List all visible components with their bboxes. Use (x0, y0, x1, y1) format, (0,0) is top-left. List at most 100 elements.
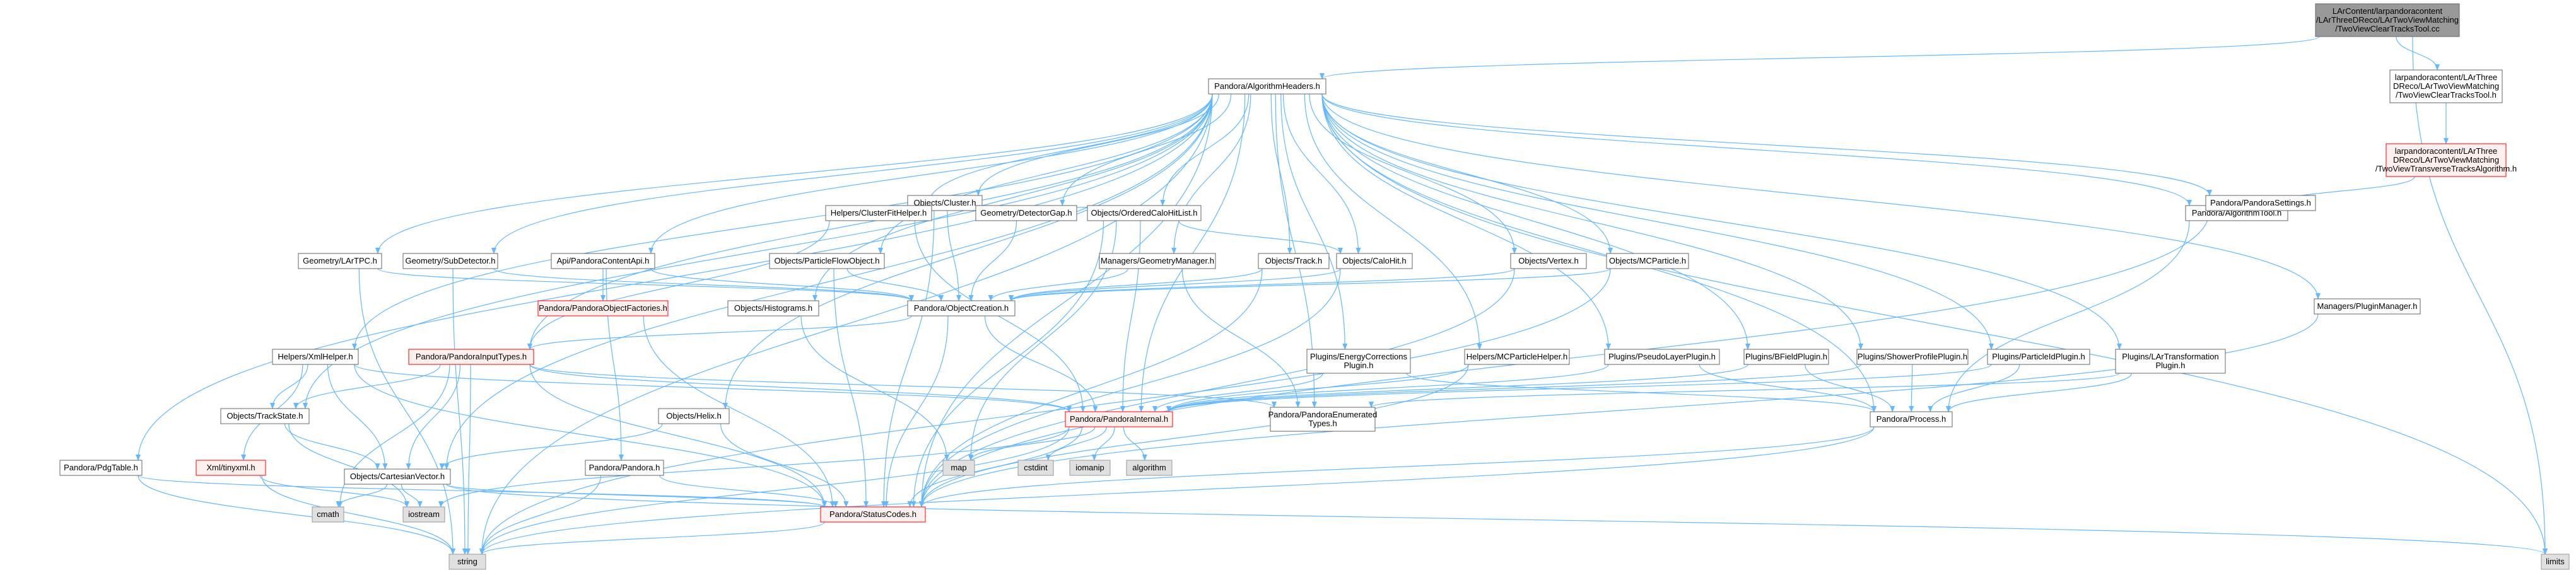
node-pandora-internal[interactable]: Pandora/PandoraInternal.h (1065, 411, 1173, 427)
node-pseudolayer[interactable]: Plugins/PseudoLayerPlugin.h (1604, 349, 1720, 365)
node-limits[interactable]: limits (2541, 554, 2570, 570)
edge-object_factories-to-status_codes (643, 315, 835, 508)
edge-plugin_manager-to-status_codes (919, 313, 2319, 508)
node-tinyxml[interactable]: Xml/tinyxml.h (196, 460, 266, 476)
node-objects-track[interactable]: Objects/Track.h (1258, 253, 1330, 269)
node-particleid[interactable]: Plugins/ParticleIdPlugin.h (1987, 349, 2090, 365)
node-label: Helpers/XmlHelper.h (278, 352, 353, 361)
edge-xml_helper-to-objects_trackstate (270, 364, 308, 409)
node-detector-gap[interactable]: Geometry/DetectorGap.h (975, 205, 1077, 221)
node-algorithm[interactable]: algorithm (1126, 460, 1173, 476)
node-label: larpandoracontent/LArThree (2395, 73, 2498, 82)
node-label: LArContent/larpandoracontent (2333, 6, 2443, 16)
node-pandora-h[interactable]: Pandora/Pandora.h (585, 460, 664, 476)
node-showerprofile[interactable]: Plugins/ShowerProfilePlugin.h (1856, 349, 1969, 365)
node-box (312, 506, 344, 523)
edge-input_types-to-objects_trackstate (293, 364, 441, 409)
edge-pandora_internal-to-map (968, 426, 1096, 461)
edge-alg_headers-to-alg_tool (1321, 93, 2192, 206)
node-objects-trackstate[interactable]: Objects/TrackState.h (220, 408, 310, 424)
node-map[interactable]: map (942, 460, 975, 476)
node-bfield[interactable]: Plugins/BFieldPlugin.h (1743, 349, 1829, 365)
node-box (1606, 253, 1689, 269)
node-layer: LArContent/larpandoracontent/LArThreeDRe… (59, 3, 2570, 570)
node-geom-manager[interactable]: Managers/GeometryManager.h (1099, 253, 1216, 269)
edge-pandora_internal-to-iostream (438, 426, 1070, 508)
node-box (402, 253, 498, 269)
node-transverse-alg[interactable]: larpandoracontent/LArThreeDReco/LArTwoVi… (2375, 143, 2517, 177)
edge-objects_calohit-to-object_creation (1009, 268, 1341, 301)
node-object-factories[interactable]: Pandora/PandoraObjectFactories.h (537, 300, 669, 317)
node-input-types[interactable]: Pandora/PandoraInputTypes.h (408, 349, 534, 365)
edge-alg_headers-to-objects_mcparticle (1321, 93, 1613, 254)
node-alg-headers[interactable]: Pandora/AlgorithmHeaders.h (1208, 78, 1326, 95)
node-status-codes[interactable]: Pandora/StatusCodes.h (820, 506, 926, 523)
node-label: iomanip (1075, 463, 1104, 472)
node-particleflow[interactable]: Objects/ParticleFlowObject.h (769, 253, 885, 269)
node-twoview-tool-h[interactable]: larpandoracontent/LArThreeDReco/LArTwoVi… (2389, 69, 2503, 103)
node-box (1870, 411, 1953, 427)
node-objects-helix[interactable]: Objects/Helix.h (658, 408, 730, 424)
edge-input_types-to-string (465, 364, 471, 555)
node-cmath[interactable]: cmath (312, 506, 344, 523)
edge-particleid-to-pandora_process (1928, 364, 2020, 412)
node-string[interactable]: string (448, 554, 486, 570)
node-box (2389, 69, 2503, 103)
node-objects-histograms[interactable]: Objects/Histograms.h (727, 300, 819, 317)
node-label: Objects/CaloHit.h (1342, 256, 1406, 265)
node-cstdint[interactable]: cstdint (1017, 460, 1054, 476)
node-label: Objects/MCParticle.h (1609, 256, 1686, 265)
node-label: Geometry/SubDetector.h (405, 256, 495, 265)
node-pandora-settings[interactable]: Pandora/PandoraSettings.h (2205, 195, 2316, 211)
node-box (1270, 407, 1376, 432)
node-root[interactable]: LArContent/larpandoracontent/LArThreeDRe… (2315, 3, 2460, 37)
node-box (551, 253, 655, 269)
node-api-content[interactable]: Api/PandoraContentApi.h (551, 253, 655, 269)
edge-subdetector-to-object_creation (493, 268, 914, 301)
node-label: Objects/Helix.h (666, 411, 721, 421)
node-plugin-manager[interactable]: Managers/PluginManager.h (2314, 298, 2421, 315)
node-box (59, 460, 143, 476)
edge-bfield-to-pandora_internal (1166, 364, 1748, 412)
node-mcparticle-helper[interactable]: Helpers/MCParticleHelper.h (1464, 349, 1570, 365)
node-label: Managers/GeometryManager.h (1101, 256, 1214, 265)
node-label: Pandora/PandoraInternal.h (1070, 414, 1168, 424)
node-clusterfit[interactable]: Helpers/ClusterFitHelper.h (825, 205, 932, 221)
node-label: iostream (408, 509, 440, 519)
node-cartesian-vector[interactable]: Objects/CartesianVector.h (344, 468, 451, 485)
edge-objects_trackstate-to-iostream (288, 423, 409, 508)
node-pandora-process[interactable]: Pandora/Process.h (1870, 411, 1953, 427)
node-label: Objects/CartesianVector.h (350, 472, 445, 481)
node-box (825, 205, 932, 221)
node-subdetector[interactable]: Geometry/SubDetector.h (402, 253, 498, 269)
node-xml-helper[interactable]: Helpers/XmlHelper.h (272, 349, 359, 365)
node-label: Pandora/Pandora.h (589, 463, 660, 472)
node-box (585, 460, 664, 476)
node-ordered-calohitlist[interactable]: Objects/OrderedCaloHitList.h (1087, 205, 1202, 221)
node-box (2115, 349, 2226, 374)
edge-objects_cluster-to-object_creation (947, 210, 962, 301)
edge-tinyxml-to-iostream (259, 475, 409, 508)
node-lartpc[interactable]: Geometry/LArTPC.h (298, 253, 382, 269)
node-label: cmath (317, 509, 339, 519)
edge-alg_headers-to-pdgtable (136, 93, 1213, 461)
node-iomanip[interactable]: iomanip (1069, 460, 1111, 476)
node-pdgtable[interactable]: Pandora/PdgTable.h (59, 460, 143, 476)
edge-particleflow-to-object_creation (846, 268, 944, 301)
node-objects-mcparticle[interactable]: Objects/MCParticle.h (1606, 253, 1689, 269)
edge-tinyxml-to-string (261, 475, 455, 555)
node-objects-vertex[interactable]: Objects/Vertex.h (1510, 253, 1587, 269)
node-object-creation[interactable]: Pandora/ObjectCreation.h (907, 300, 1016, 317)
edge-alg_headers-to-lartpc (375, 93, 1213, 254)
edge-alg_headers-to-pandora_process (1321, 93, 1876, 412)
edge-alg_headers-to-xml_helper (352, 93, 1213, 350)
node-iostream[interactable]: iostream (402, 506, 445, 523)
edge-input_types-to-status_codes (529, 364, 827, 508)
node-box (1126, 460, 1173, 476)
node-objects-cluster[interactable]: Objects/Cluster.h (907, 195, 983, 211)
node-objects-calohit[interactable]: Objects/CaloHit.h (1336, 253, 1413, 269)
